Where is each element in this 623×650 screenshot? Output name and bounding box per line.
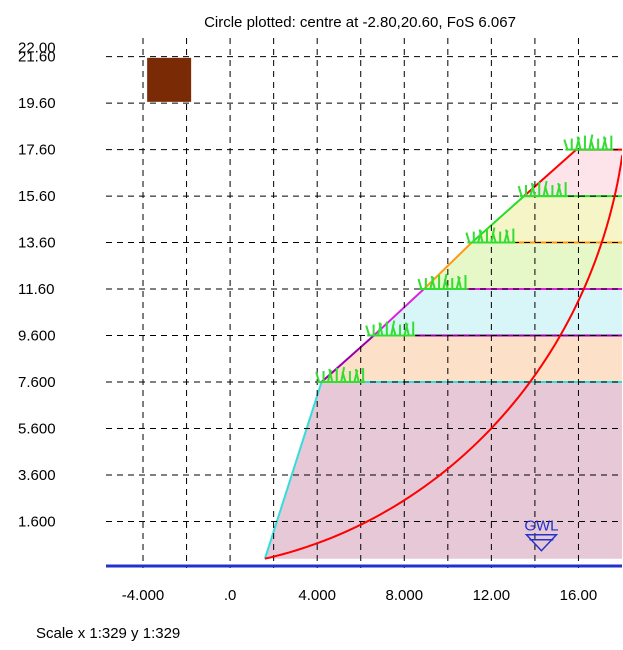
grass-tuft-icon (517, 180, 568, 198)
grass-blade (430, 275, 436, 290)
grass-blade (465, 232, 471, 243)
scale-text: Scale x 1:329 y 1:329 (36, 625, 180, 642)
grid (106, 38, 622, 568)
y-tick-label: 22.00 (18, 39, 56, 56)
y-tick-label: 9.600 (18, 328, 56, 345)
grass-blade (443, 278, 449, 290)
x-tick-label: 8.000 (386, 587, 424, 604)
square-centre-marker-icon (147, 57, 192, 102)
y-axis-ticks: 1.600 3.600 5.600 7.600 9.600 11.60 13.60 15.60… (18, 39, 56, 530)
inverted-triangle-water-level-icon (524, 533, 559, 552)
gwl-label: GWL (524, 518, 558, 535)
grass-blade (563, 139, 569, 150)
y-tick-label: 3.600 (18, 467, 56, 484)
grass-tuft-icon (315, 366, 366, 384)
soil-layer (524, 149, 622, 197)
grass-blade (602, 136, 608, 150)
grass-blade (341, 371, 347, 383)
x-axis-ticks: -4.000 .0 4.000 8.000 12.00 16.00 (122, 587, 597, 604)
soil-layer (321, 335, 622, 383)
y-tick-label: 15.60 (18, 188, 56, 205)
grass-blade (491, 232, 497, 243)
grass-blade (391, 325, 397, 336)
grass-blade (478, 229, 484, 243)
plot-area: GWL (106, 38, 622, 568)
y-tick-label: 5.600 (18, 421, 56, 438)
gwl-marker: GWL (524, 518, 559, 552)
grass-blade (530, 182, 536, 197)
grass-blade (544, 185, 549, 197)
x-tick-label: .0 (224, 587, 237, 604)
grass-tuft-icon (365, 320, 416, 337)
grass-tuft-icon (465, 227, 516, 244)
soil-layer (471, 196, 622, 243)
y-tick-label: 19.60 (18, 95, 56, 112)
soil-layer (423, 242, 622, 290)
y-tick-label: 11.60 (18, 281, 54, 298)
x-tick-label: 12.00 (473, 587, 511, 604)
slip-circle-arc (264, 154, 622, 560)
y-tick-label: 17.60 (18, 142, 56, 159)
soil-layer (264, 382, 622, 559)
y-tick-label: 7.600 (18, 374, 56, 391)
x-tick-label: -4.000 (122, 587, 165, 604)
grass-blade (504, 229, 510, 243)
grass-blade (378, 322, 384, 336)
soil-layer (373, 289, 622, 336)
grass-blade (315, 371, 321, 383)
x-tick-label: 16.00 (560, 587, 598, 604)
y-tick-label: 21.60 (18, 49, 56, 66)
grass-blade (517, 185, 523, 197)
grass-tuft-icon (563, 134, 614, 151)
grass-blade (417, 278, 423, 290)
grass-blade (404, 322, 410, 336)
y-tick-label: 1.600 (18, 514, 56, 531)
grass-blade (328, 368, 334, 383)
slip-circle (264, 154, 622, 560)
x-tick-label: 4.000 (298, 587, 336, 604)
grass-blade (457, 275, 463, 290)
grass-blade (354, 368, 360, 383)
plot-title: Circle plotted: centre at -2.80,20.60, F… (204, 14, 516, 31)
grass-blade (589, 139, 595, 150)
soil-layers (264, 149, 622, 559)
vegetation (315, 134, 614, 384)
grass-blade (576, 136, 582, 150)
grass-blade (365, 325, 371, 336)
grass-tuft-icon (417, 273, 468, 291)
y-tick-label: 13.60 (18, 235, 56, 252)
grass-blade (557, 182, 563, 197)
